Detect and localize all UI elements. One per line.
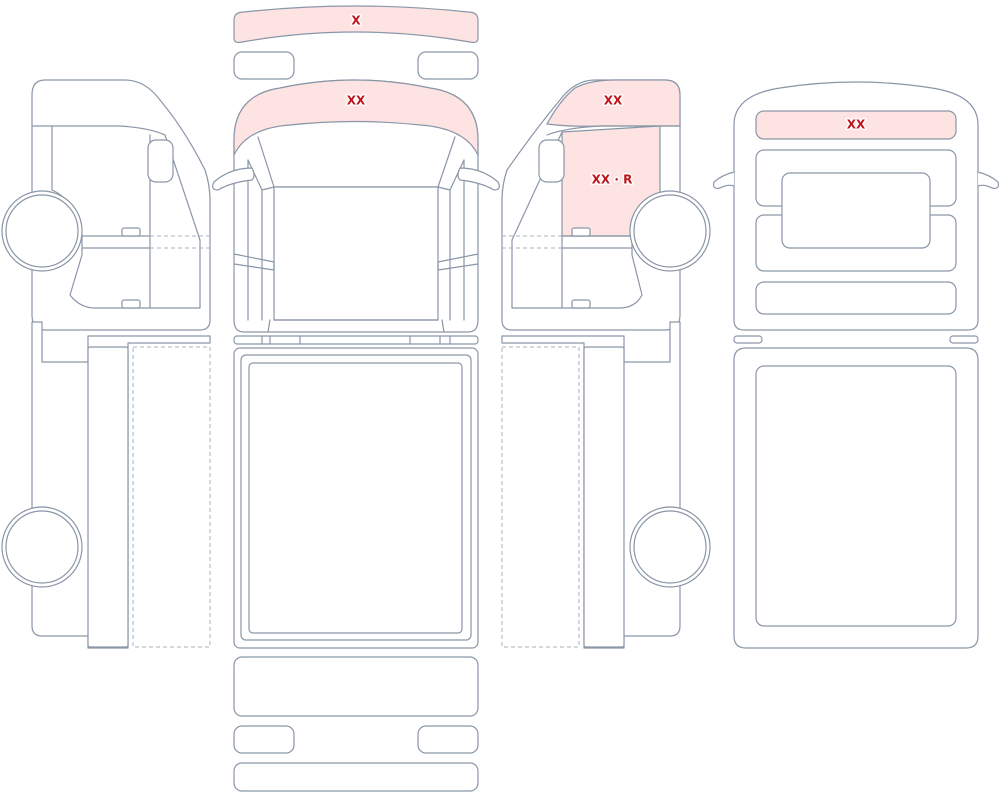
front-right-light <box>417 51 479 80</box>
front-hood-roof <box>233 79 479 156</box>
front-cargo-mid <box>240 354 472 641</box>
right-front-wheel <box>629 190 711 272</box>
front-right-mirror-arm <box>437 253 479 271</box>
front-left-mirror <box>212 167 255 191</box>
rear-bottom-bar <box>233 762 479 792</box>
front-bumper-label: X <box>351 14 361 28</box>
right-mirror <box>538 139 565 183</box>
right-rear-wheel <box>629 506 711 588</box>
top-left-mirror <box>713 171 735 189</box>
left-front-wheel-inner <box>5 194 79 268</box>
right-rear-wheel-inner <box>633 510 707 584</box>
top-right-mirror <box>977 171 999 189</box>
front-bumper-top <box>233 5 479 44</box>
top-view-windshield <box>755 110 957 140</box>
right-front-wheel-inner <box>633 194 707 268</box>
right-side-view: XX XX · R <box>501 79 711 649</box>
front-view: X XX <box>212 5 500 792</box>
top-left-divider <box>733 335 763 344</box>
front-right-mirror <box>457 167 500 191</box>
rear-left-light <box>233 725 295 754</box>
top-sunroof <box>781 172 931 249</box>
right-cab-window <box>546 125 681 136</box>
right-cargo-dashed <box>501 346 580 648</box>
front-left-light <box>233 51 295 80</box>
front-cargo-outer <box>233 347 479 649</box>
left-door-handle-1 <box>121 227 141 237</box>
front-windshield <box>273 186 439 321</box>
right-roof <box>546 79 681 127</box>
left-rear-wheel-inner <box>5 510 79 584</box>
left-rear-wheel <box>1 506 83 588</box>
left-door-handle-2 <box>121 299 141 309</box>
top-view: XX <box>713 81 999 649</box>
right-door-handle-2 <box>571 299 591 309</box>
front-grille-base <box>267 319 445 333</box>
rear-bumper <box>233 656 479 717</box>
front-hood-roof-label: XX <box>347 94 366 108</box>
top-cargo-inner <box>755 365 957 627</box>
right-front-door-label: XX · R <box>592 173 633 187</box>
front-cargo-inner <box>248 362 463 634</box>
right-roof-label: XX <box>604 94 623 108</box>
front-bumper-strip <box>233 335 479 345</box>
right-door-handle-1 <box>571 227 591 237</box>
left-mirror <box>147 139 174 183</box>
right-cargo-panel <box>583 346 625 648</box>
top-roof-strip <box>755 281 957 315</box>
rear-right-light <box>417 725 479 754</box>
left-cab-window <box>31 125 166 136</box>
right-door-front-edge <box>511 131 563 309</box>
front-left-mirror-arm <box>233 253 275 271</box>
top-right-divider <box>949 335 979 344</box>
left-front-wheel <box>1 190 83 272</box>
left-cargo-panel <box>87 346 129 648</box>
front-bumper-ticks <box>261 335 451 345</box>
right-door-lower <box>561 235 643 309</box>
left-side-view <box>1 79 211 649</box>
top-view-windshield-label: XX <box>847 118 866 132</box>
left-cargo-dashed <box>132 346 211 648</box>
